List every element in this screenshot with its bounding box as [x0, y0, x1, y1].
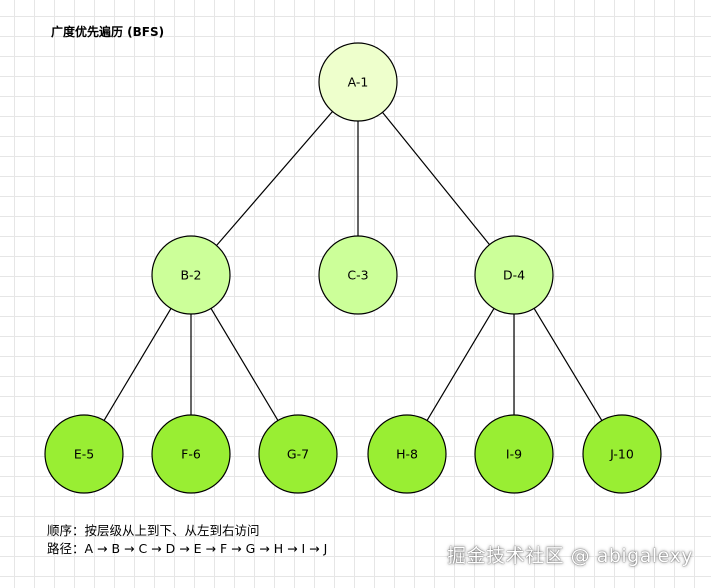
traversal-notes: 顺序：按层级从上到下、从左到右访问 路径：A → B → C → D → E →… [47, 522, 327, 558]
node-circle-B [151, 235, 231, 315]
node-label-D: D-4 [503, 268, 525, 283]
node-label-F: F-6 [181, 447, 201, 462]
diagram-title: 广度优先遍历 (BFS) [51, 25, 165, 39]
node-D: D-4 [474, 235, 554, 315]
node-J: J-10 [582, 414, 662, 494]
node-circle-A [318, 42, 398, 122]
traversal-path-text: 路径：A → B → C → D → E → F → G → H → I → J [47, 541, 328, 556]
tree-nodes: A-1B-2 C-3 D-4E-5 F-6 G-7 H-8 I-9 J-10 [44, 42, 662, 494]
node-label-H: H-8 [396, 447, 418, 462]
node-circle-F [151, 414, 231, 494]
traversal-order-text: 顺序：按层级从上到下、从左到右访问 [47, 523, 260, 538]
node-label-I: I-9 [506, 447, 522, 462]
node-F: F-6 [151, 414, 231, 494]
node-label-B: B-2 [180, 268, 201, 283]
node-circle-I [474, 414, 554, 494]
node-I: I-9 [474, 414, 554, 494]
watermark: 掘金技术社区 @ abigalexy [447, 545, 693, 567]
node-circle-D [474, 235, 554, 315]
node-label-G: G-7 [287, 447, 309, 462]
edge-A-B [216, 111, 333, 246]
tree-edges [103, 111, 603, 421]
node-A: A-1 [318, 42, 398, 122]
node-circle-G [258, 414, 338, 494]
node-circle-C [318, 235, 398, 315]
node-label-C: C-3 [347, 268, 368, 283]
node-circle-H [367, 414, 447, 494]
edge-B-E [103, 308, 172, 421]
edge-D-J [533, 308, 603, 421]
edge-B-G [210, 308, 279, 421]
node-label-E: E-5 [74, 447, 94, 462]
node-E: E-5 [44, 414, 124, 494]
node-label-A: A-1 [348, 75, 369, 90]
node-circle-E [44, 414, 124, 494]
node-G: G-7 [258, 414, 338, 494]
edge-D-H [426, 308, 495, 421]
node-C: C-3 [318, 235, 398, 315]
node-circle-J [582, 414, 662, 494]
node-label-J: J-10 [609, 447, 634, 462]
edge-A-D [382, 111, 490, 246]
node-H: H-8 [367, 414, 447, 494]
node-B: B-2 [151, 235, 231, 315]
